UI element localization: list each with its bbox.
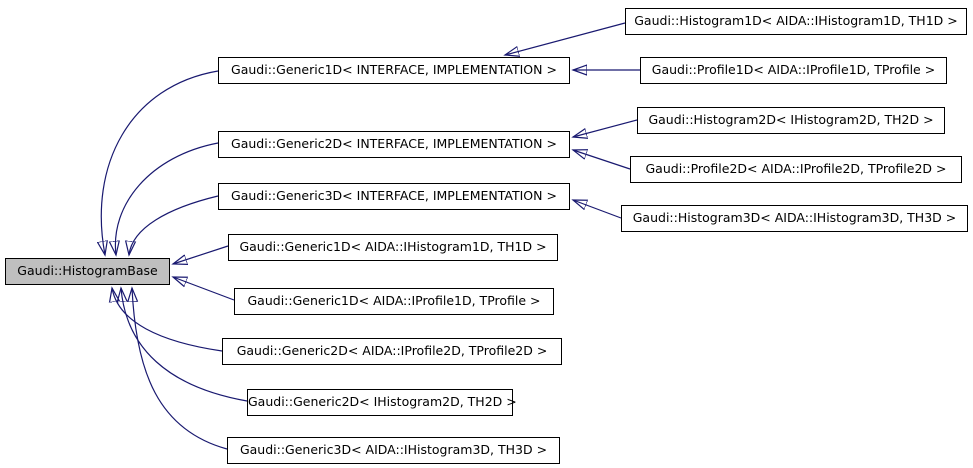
class-node-generic1d-interface[interactable]: Gaudi::Generic1D< INTERFACE, IMPLEMENTAT… <box>218 57 570 84</box>
class-node-generic1d-iprofile1d-tprofile[interactable]: Gaudi::Generic1D< AIDA::IProfile1D, TPro… <box>234 288 554 315</box>
edge-histogram2d-to-generic2d <box>573 119 638 137</box>
edge-generic2d-to-histogrambase <box>115 142 219 255</box>
edge-generic2d-prof-to-histogrambase <box>112 288 223 352</box>
edge-generic2d-hist-to-histogrambase <box>121 288 248 402</box>
class-node-generic3d-ihistogram3d-th3d[interactable]: Gaudi::Generic3D< AIDA::IHistogram3D, TH… <box>227 437 560 464</box>
class-node-generic2d-interface[interactable]: Gaudi::Generic2D< INTERFACE, IMPLEMENTAT… <box>218 131 570 158</box>
edge-generic3d-hist-to-histogrambase <box>132 288 228 450</box>
class-node-generic2d-iprofile2d-tprofile2d[interactable]: Gaudi::Generic2D< AIDA::IProfile2D, TPro… <box>222 338 562 365</box>
class-node-histogram1d[interactable]: Gaudi::Histogram1D< AIDA::IHistogram1D, … <box>625 8 967 35</box>
class-node-generic1d-ihistogram1d-th1d[interactable]: Gaudi::Generic1D< AIDA::IHistogram1D, TH… <box>228 234 558 261</box>
class-node-generic2d-ihistogram2d-th2d[interactable]: Gaudi::Generic2D< IHistogram2D, TH2D > <box>247 389 517 416</box>
edge-histogram1d-to-generic1d <box>505 22 626 55</box>
class-node-histogram3d[interactable]: Gaudi::Histogram3D< AIDA::IHistogram3D, … <box>621 205 968 232</box>
class-node-profile2d[interactable]: Gaudi::Profile2D< AIDA::IProfile2D, TPro… <box>630 156 962 183</box>
edge-profile2d-to-generic2d <box>573 150 631 170</box>
class-node-histogram2d[interactable]: Gaudi::Histogram2D< IHistogram2D, TH2D > <box>637 107 945 134</box>
class-node-profile1d[interactable]: Gaudi::Profile1D< AIDA::IProfile1D, TPro… <box>640 57 947 84</box>
edge-generic1d-hist-to-histogrambase <box>173 245 229 264</box>
edge-generic1d-prof-to-histogrambase <box>173 277 235 301</box>
class-node-generic3d-interface[interactable]: Gaudi::Generic3D< INTERFACE, IMPLEMENTAT… <box>218 183 570 210</box>
edge-generic3d-to-histogrambase <box>129 195 219 255</box>
edge-generic1d-to-histogrambase <box>101 70 219 255</box>
edge-histogram3d-to-generic3d <box>573 200 622 219</box>
class-node-gaudi-histogrambase[interactable]: Gaudi::HistogramBase <box>5 258 170 285</box>
